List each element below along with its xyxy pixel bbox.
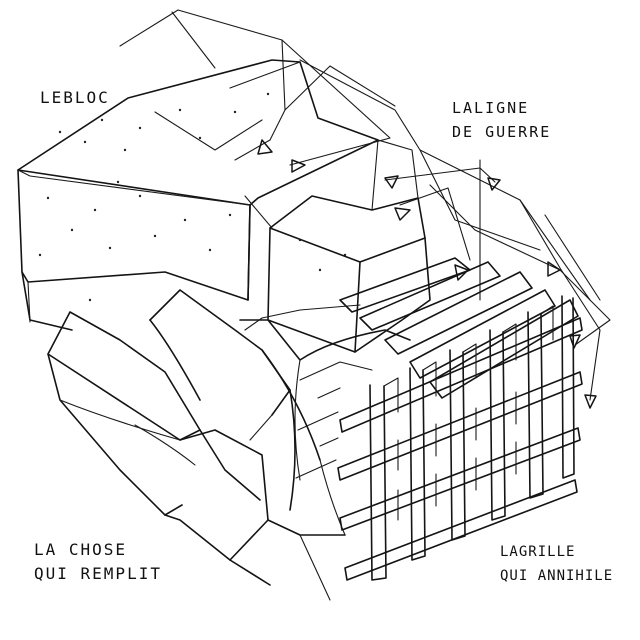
label-la-chose-qui-remplit: LA CHOSE QUI REMPLIT xyxy=(34,538,162,586)
bloc-volume xyxy=(17,59,379,331)
label-le-bloc: LEBLOC xyxy=(40,86,110,110)
label-la-ligne-line1: LALIGNE xyxy=(452,99,530,117)
arrowheads xyxy=(257,139,597,409)
label-la-ligne-de-guerre: LALIGNE DE GUERRE xyxy=(452,96,551,144)
label-la-chose-line1: LA CHOSE xyxy=(34,540,128,559)
chose-qui-remplit xyxy=(47,289,411,601)
label-la-grille-line2: QUI ANNIHILE xyxy=(500,568,614,584)
label-le-bloc-text: LEBLOC xyxy=(40,88,110,107)
label-la-grille-line1: LAGRILLE xyxy=(500,544,576,560)
bloc-texture-dots xyxy=(38,92,347,302)
label-la-ligne-line2: DE GUERRE xyxy=(452,123,552,141)
inner-cube xyxy=(244,139,431,353)
ligne-de-guerre-path xyxy=(119,9,611,401)
label-la-chose-line2: QUI REMPLIT xyxy=(34,564,162,583)
label-la-grille-qui-annihile: LAGRILLE QUI ANNIHILE xyxy=(500,540,613,588)
